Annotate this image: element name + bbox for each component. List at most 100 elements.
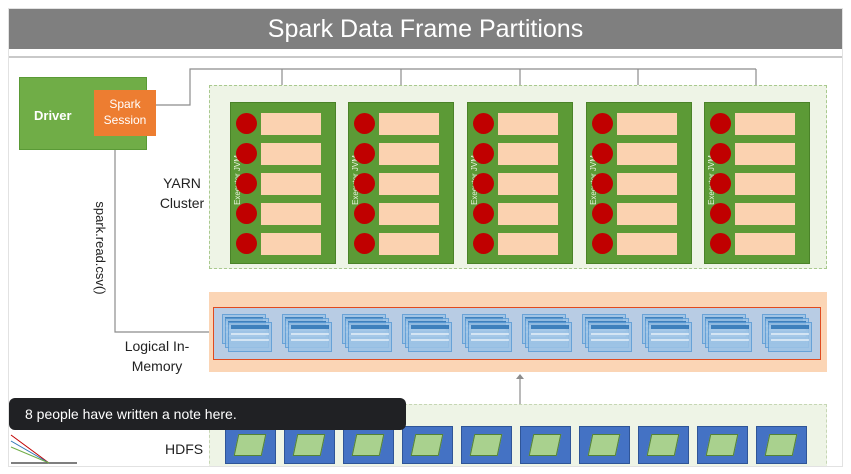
task-slot bbox=[261, 203, 321, 225]
notes-toast[interactable]: 8 people have written a note here. bbox=[9, 398, 406, 430]
dataframe-partition bbox=[222, 314, 272, 354]
task-slot bbox=[261, 173, 321, 195]
task-slot bbox=[735, 173, 795, 195]
partition-sheet bbox=[708, 322, 752, 352]
task-slot bbox=[261, 143, 321, 165]
dataframe-partition bbox=[402, 314, 452, 354]
slide-title: Spark Data Frame Partitions bbox=[9, 9, 842, 49]
data-block-icon bbox=[351, 434, 385, 456]
partition-sheet-line bbox=[291, 325, 329, 329]
partition-sheet-line bbox=[231, 339, 269, 341]
task-slot bbox=[379, 143, 439, 165]
data-block-icon bbox=[764, 434, 798, 456]
executor-slot bbox=[468, 112, 574, 138]
executor-slot bbox=[705, 202, 811, 228]
yarn-cluster: Executor JVMExecutor JVMExecutor JVMExec… bbox=[209, 85, 827, 269]
partition-sheet-line bbox=[291, 339, 329, 341]
partition-sheet-line bbox=[351, 339, 389, 341]
executor-slot bbox=[705, 232, 811, 258]
task-slot bbox=[735, 143, 795, 165]
executor-slot bbox=[231, 142, 337, 168]
partition-sheet-line bbox=[471, 333, 509, 335]
cpu-core-icon bbox=[354, 113, 375, 134]
partition-sheet-line bbox=[351, 333, 389, 335]
cpu-core-icon bbox=[710, 143, 731, 164]
cpu-core-icon bbox=[592, 203, 613, 224]
executor-jvm-1: Executor JVM bbox=[230, 102, 336, 264]
hdfs-block bbox=[520, 426, 571, 464]
partition-sheet-line bbox=[591, 339, 629, 341]
task-slot bbox=[617, 203, 677, 225]
partition-sheet-line bbox=[651, 325, 689, 329]
task-slot bbox=[498, 143, 558, 165]
hdfs-block bbox=[579, 426, 630, 464]
logical-memory-band bbox=[209, 292, 827, 372]
partition-sheet-line bbox=[591, 333, 629, 335]
executor-slot bbox=[587, 202, 693, 228]
partition-sheet bbox=[348, 322, 392, 352]
cpu-core-icon bbox=[236, 113, 257, 134]
partition-sheet bbox=[528, 322, 572, 352]
slide-frame: Spark Data Frame Partitions Driver Spark… bbox=[9, 9, 842, 466]
executor-slot bbox=[705, 172, 811, 198]
partition-sheet-line bbox=[711, 333, 749, 335]
executor-slot bbox=[468, 232, 574, 258]
partition-sheet bbox=[588, 322, 632, 352]
driver-label: Driver bbox=[34, 108, 72, 123]
cpu-core-icon bbox=[236, 203, 257, 224]
dataframe-partition bbox=[522, 314, 572, 354]
task-slot bbox=[379, 173, 439, 195]
cpu-core-icon bbox=[710, 233, 731, 254]
data-block-icon bbox=[469, 434, 503, 456]
executor-jvm-4: Executor JVM bbox=[586, 102, 692, 264]
hdfs-block bbox=[461, 426, 512, 464]
partition-sheet-line bbox=[291, 333, 329, 335]
cpu-core-icon bbox=[710, 203, 731, 224]
driver-box: Driver Spark Session bbox=[19, 77, 156, 150]
cpu-core-icon bbox=[473, 233, 494, 254]
partition-sheet bbox=[648, 322, 692, 352]
executor-jvm-5: Executor JVM bbox=[704, 102, 810, 264]
cpu-core-icon bbox=[354, 143, 375, 164]
cpu-core-icon bbox=[473, 113, 494, 134]
executor-slot bbox=[349, 172, 455, 198]
executor-slot bbox=[468, 202, 574, 228]
executor-slot bbox=[468, 142, 574, 168]
executor-slot bbox=[587, 112, 693, 138]
partition-sheet-line bbox=[771, 325, 809, 329]
task-slot bbox=[498, 203, 558, 225]
hdfs-block bbox=[638, 426, 689, 464]
hdfs-block bbox=[343, 426, 394, 464]
partition-sheet-line bbox=[531, 333, 569, 335]
cpu-core-icon bbox=[710, 173, 731, 194]
task-slot bbox=[379, 233, 439, 255]
partition-sheet-line bbox=[231, 333, 269, 335]
partition-sheet bbox=[468, 322, 512, 352]
partition-sheet-line bbox=[351, 325, 389, 329]
partition-sheet bbox=[288, 322, 332, 352]
hdfs-area bbox=[209, 404, 827, 466]
task-slot bbox=[735, 113, 795, 135]
task-slot bbox=[261, 233, 321, 255]
hdfs-block bbox=[697, 426, 748, 464]
corner-chart-graphic bbox=[10, 434, 77, 464]
dataframe-partition bbox=[642, 314, 692, 354]
hdfs-block bbox=[756, 426, 807, 464]
partition-sheet-line bbox=[471, 339, 509, 341]
partition-sheet-line bbox=[591, 325, 629, 329]
task-slot bbox=[498, 113, 558, 135]
partition-sheet-line bbox=[411, 333, 449, 335]
executor-jvm-2: Executor JVM bbox=[348, 102, 454, 264]
logical-memory-label: Logical In-Memory bbox=[124, 338, 190, 374]
partition-sheet-line bbox=[651, 339, 689, 341]
executor-slot bbox=[349, 112, 455, 138]
data-block-icon bbox=[292, 434, 326, 456]
partition-sheet-line bbox=[411, 325, 449, 329]
data-block-icon bbox=[528, 434, 562, 456]
dataframe-partitions bbox=[213, 307, 821, 360]
executor-slot bbox=[231, 172, 337, 198]
cpu-core-icon bbox=[473, 173, 494, 194]
cpu-core-icon bbox=[592, 143, 613, 164]
executor-slot bbox=[705, 112, 811, 138]
partition-sheet-line bbox=[711, 339, 749, 341]
